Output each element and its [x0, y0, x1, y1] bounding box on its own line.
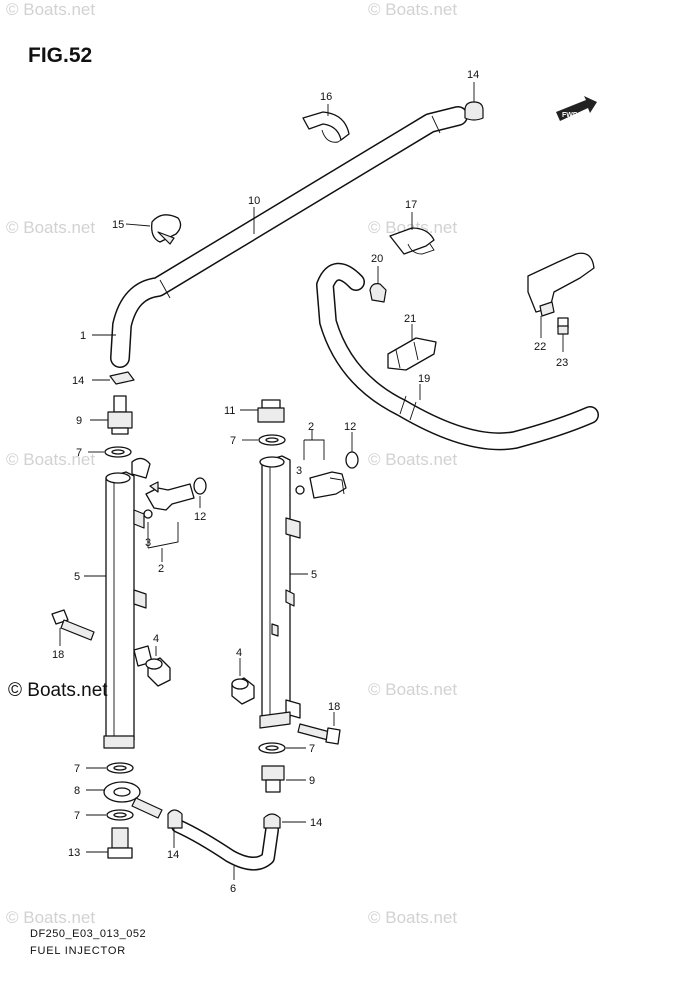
watermark: © Boats.net — [6, 0, 96, 19]
washer-7-left-mid — [86, 762, 134, 774]
callout-14: 14 — [167, 849, 179, 861]
bolt-18-left — [51, 609, 95, 646]
callout-7: 7 — [74, 763, 80, 775]
fuel-hose-10 — [110, 106, 468, 368]
callout-9: 9 — [309, 775, 315, 787]
hose-clip-14-bottom-right — [263, 813, 306, 829]
watermark: © Boats.net — [6, 908, 96, 927]
connector-9-left — [90, 395, 133, 435]
washer-7-right-mid — [258, 742, 306, 754]
callout-18: 18 — [52, 649, 64, 661]
callout-23: 23 — [556, 357, 568, 369]
callout-2: 2 — [158, 563, 164, 575]
spacer-4-left — [145, 646, 171, 687]
watermark: © Boats.net — [6, 218, 96, 237]
watermark: © Boats.net — [368, 450, 458, 469]
o-ring-12-right — [345, 432, 359, 469]
callout-20: 20 — [371, 253, 383, 265]
hose-clip-20 — [369, 266, 387, 303]
watermark: © Boats.net — [368, 0, 458, 19]
clamp-16 — [302, 104, 350, 143]
callout-1: 1 — [80, 330, 86, 342]
return-hose-19 — [316, 262, 599, 451]
spacer-4-right — [231, 658, 255, 705]
callout-7: 7 — [74, 810, 80, 822]
watermark-main: © Boats.net — [8, 680, 108, 701]
callout-18: 18 — [328, 701, 340, 713]
bolt-23 — [557, 317, 569, 352]
callout-14: 14 — [310, 817, 322, 829]
bracket-22 — [527, 252, 595, 338]
callout-3: 3 — [145, 537, 151, 549]
fuel-rail-5-right — [259, 455, 308, 729]
diagram-code: DF250_E03_013_052 — [30, 928, 147, 940]
hose-clip-14-top — [464, 82, 484, 121]
bolt-13 — [86, 827, 133, 859]
callout-15: 15 — [112, 219, 124, 231]
fwd-arrow-icon: FWD — [556, 96, 597, 121]
diagram-caption: FUEL INJECTOR — [30, 945, 126, 957]
callout-7: 7 — [309, 743, 315, 755]
callout-8: 8 — [74, 785, 80, 797]
callout-7: 7 — [76, 447, 82, 459]
watermark: © Boats.net — [6, 450, 96, 469]
washer-7-left-top — [88, 446, 132, 458]
clamp-21 — [387, 324, 437, 371]
hose-clip-14-left — [92, 371, 135, 385]
injector-2-right — [295, 430, 347, 499]
hose-clip-14-bottom-left — [167, 809, 183, 848]
clamp-17 — [389, 212, 435, 255]
injector-2-left — [143, 481, 195, 562]
callout-22: 22 — [534, 341, 546, 353]
callout-4: 4 — [153, 633, 159, 645]
callout-16: 16 — [320, 91, 332, 103]
bolt-18-right — [297, 712, 341, 745]
callout-12: 12 — [194, 511, 206, 523]
callout-5: 5 — [74, 571, 80, 583]
connector-9-right — [261, 765, 306, 793]
figure-title: FIG.52 — [28, 44, 93, 67]
callout-14: 14 — [72, 375, 84, 387]
callout-13: 13 — [68, 847, 80, 859]
callout-10: 10 — [248, 195, 260, 207]
watermark: © Boats.net — [368, 680, 458, 699]
watermark: © Boats.net — [368, 908, 458, 927]
callout-7: 7 — [230, 435, 236, 447]
washer-7-left-low — [86, 809, 134, 821]
washer-7-right-top — [242, 434, 286, 446]
callout-6: 6 — [230, 883, 236, 895]
callout-4: 4 — [236, 647, 242, 659]
callout-14: 14 — [467, 69, 479, 81]
clamp-15 — [125, 214, 182, 245]
callout-19: 19 — [418, 373, 430, 385]
fuel-hose-6 — [171, 819, 279, 880]
callout-11: 11 — [224, 405, 235, 417]
o-ring-12-left — [193, 477, 207, 508]
callout-9: 9 — [76, 415, 82, 427]
fwd-label: FWD — [562, 112, 578, 119]
callout-21: 21 — [404, 313, 416, 325]
connector-11 — [240, 399, 285, 423]
fuel-rail-5-left — [84, 457, 153, 749]
callout-17: 17 — [405, 199, 417, 211]
callout-5: 5 — [311, 569, 317, 581]
union-8 — [86, 781, 163, 819]
callout-2: 2 — [308, 421, 314, 433]
callout-3: 3 — [296, 465, 302, 477]
callout-12: 12 — [344, 421, 356, 433]
